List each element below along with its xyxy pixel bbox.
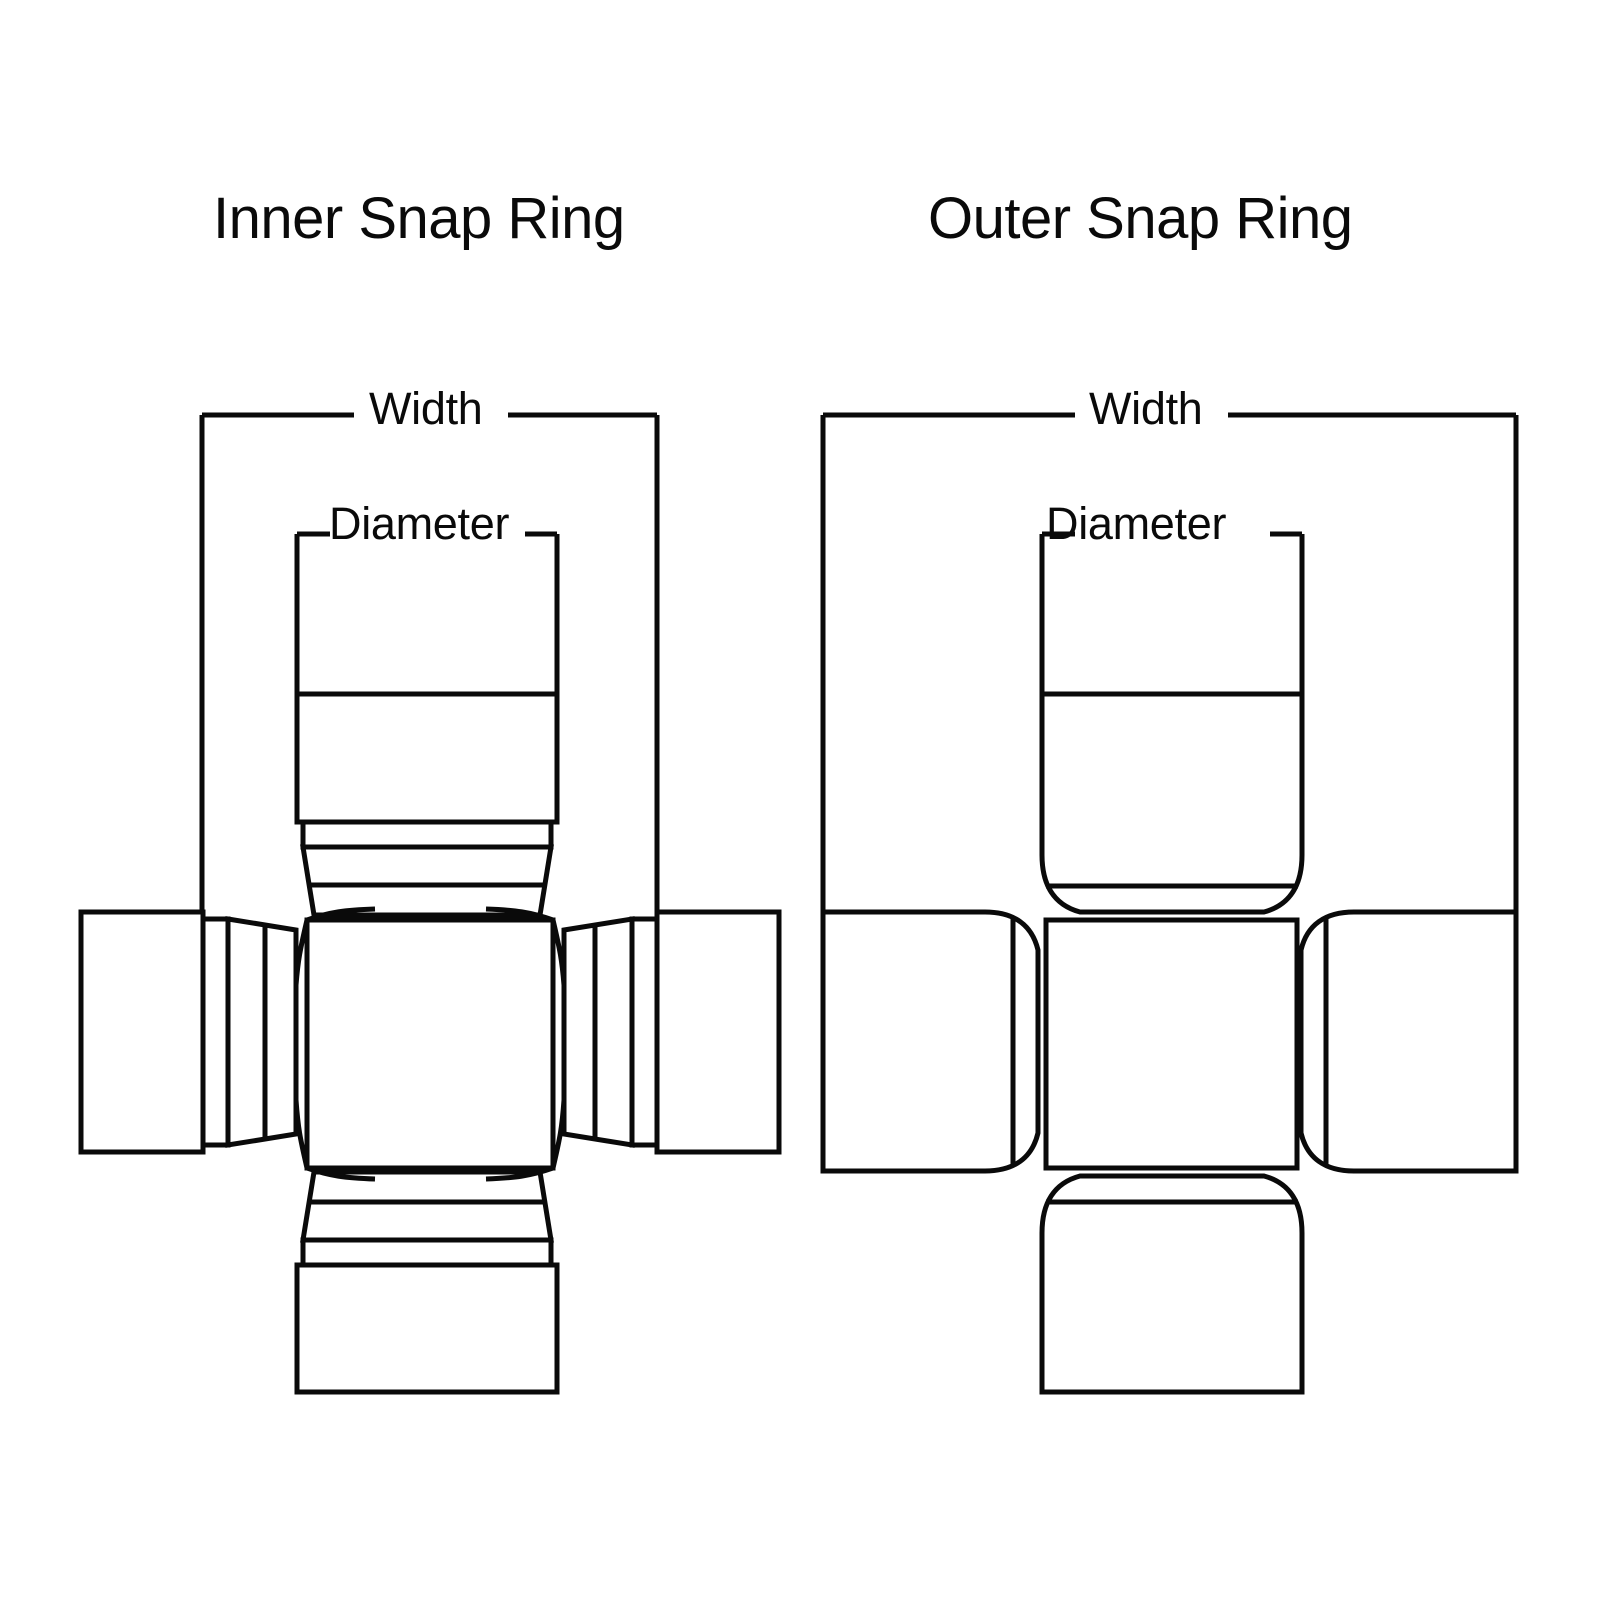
inner-fillet-bottom-left xyxy=(293,1099,310,1169)
inner-bottom-cap-shoulder xyxy=(300,1169,554,1243)
dimension-label-diameter-inner: Diameter xyxy=(329,498,510,549)
outer-right-bearing-cap xyxy=(1298,909,1519,1174)
outer-width-dimension xyxy=(820,412,1519,912)
inner-fillet-left-bottom xyxy=(306,1165,376,1182)
outer-cross-hub xyxy=(1043,917,1300,1171)
dimension-label-width-outer: Width xyxy=(1089,383,1203,434)
outer-hub-square xyxy=(1043,917,1300,1171)
inner-fillet-right-top xyxy=(485,906,554,923)
inner-right-bearing-cap xyxy=(561,909,782,1155)
inner-fillet-bottom-right xyxy=(550,1099,567,1169)
inner-top-cap-groove-band xyxy=(300,819,554,850)
inner-cross-hub xyxy=(304,917,556,1171)
inner-fillet-top-right xyxy=(550,919,567,986)
inner-bottom-cap-body xyxy=(294,1262,560,1395)
inner-bottom-bearing-cap xyxy=(294,1169,560,1395)
dimension-label-width-inner: Width xyxy=(369,383,483,434)
inner-right-cap-shoulder xyxy=(561,916,635,1148)
inner-left-cap-groove-band xyxy=(200,916,231,1148)
outer-right-cap-body xyxy=(1298,909,1519,1174)
outer-snap-ring-drawing xyxy=(820,412,1519,1395)
inner-diameter-dimension xyxy=(294,531,560,694)
outer-bottom-bearing-cap xyxy=(1039,1173,1305,1395)
panel-title-outer-snap-ring: Outer Snap Ring xyxy=(928,186,1353,251)
outer-left-cap-body xyxy=(820,909,1041,1174)
inner-right-cap-body xyxy=(654,909,782,1155)
inner-width-dimension xyxy=(199,412,660,912)
inner-fillet-right-bottom xyxy=(485,1165,554,1182)
dimension-label-diameter-outer: Diameter xyxy=(1046,498,1227,549)
outer-left-bearing-cap xyxy=(820,909,1041,1174)
inner-right-cap-groove-band xyxy=(629,916,660,1148)
inner-top-cap-shoulder xyxy=(300,844,554,918)
inner-snap-ring-drawing xyxy=(78,412,782,1395)
inner-left-cap-body xyxy=(78,909,206,1155)
inner-top-bearing-cap xyxy=(294,691,560,918)
inner-hub-fillets xyxy=(293,906,567,1182)
inner-left-cap-shoulder xyxy=(225,916,299,1148)
inner-fillet-left-top xyxy=(306,906,376,923)
inner-bottom-cap-groove-band xyxy=(300,1237,554,1268)
panel-title-inner-snap-ring: Inner Snap Ring xyxy=(213,186,625,251)
inner-fillet-top-left xyxy=(293,919,310,986)
outer-diameter-dimension xyxy=(1039,531,1305,694)
inner-hub-square xyxy=(304,917,556,1171)
outer-top-bearing-cap xyxy=(1039,691,1305,915)
outer-bottom-cap-body xyxy=(1039,1173,1305,1395)
inner-top-cap-body xyxy=(294,691,560,825)
inner-left-bearing-cap xyxy=(78,909,299,1155)
outer-top-cap-body xyxy=(1039,691,1305,915)
